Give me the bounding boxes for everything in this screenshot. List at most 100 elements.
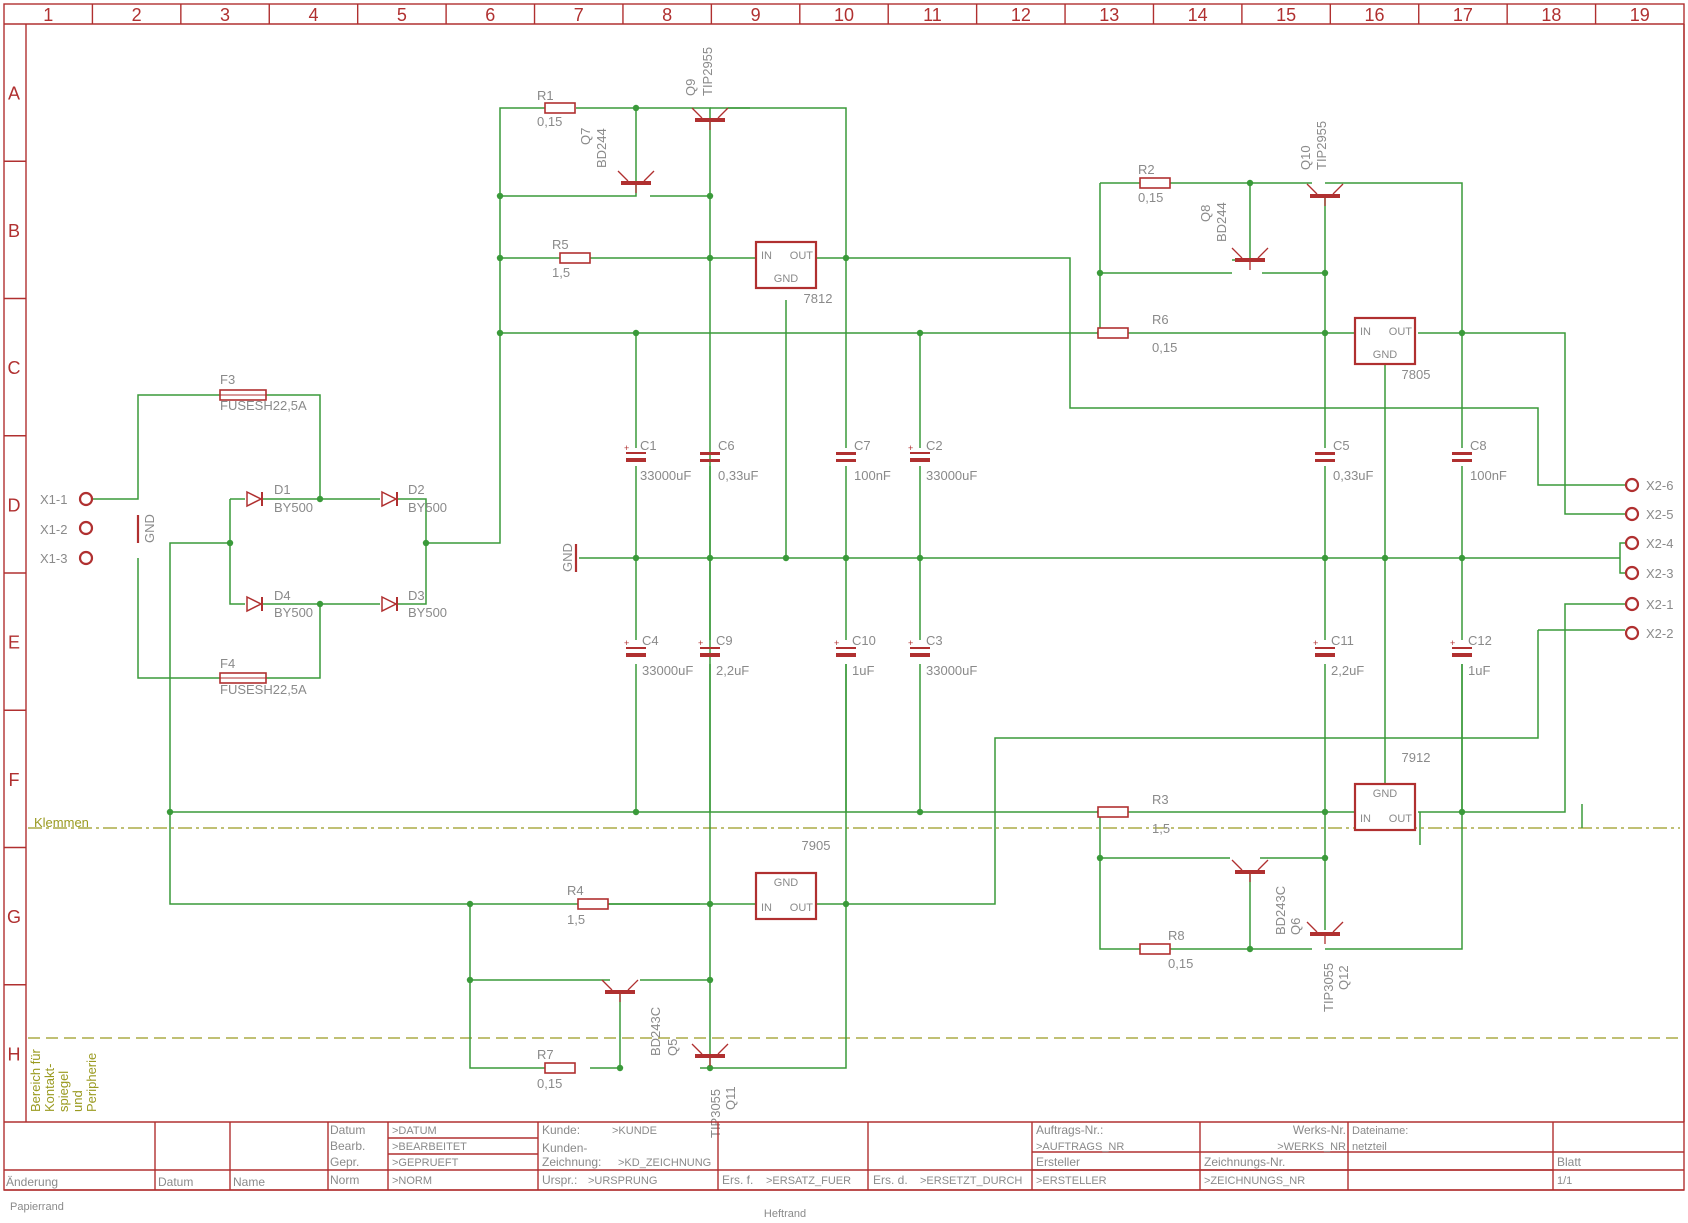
part-name-q9: Q9	[683, 79, 698, 96]
part-name-c1: C1	[640, 438, 657, 453]
part-name-r6: R6	[1152, 312, 1169, 327]
part-value-r8: 0,15	[1168, 956, 1193, 971]
terminal-pad	[1624, 596, 1640, 612]
grid-column-label: 3	[220, 5, 230, 25]
part-value-r5: 1,5	[552, 265, 570, 280]
wire	[815, 257, 1625, 486]
part-value-q8: BD244	[1214, 202, 1229, 242]
regulator-out-pin: OUT	[790, 902, 814, 914]
regulator-in-pin: IN	[761, 902, 772, 914]
grid-column-label: 12	[1011, 5, 1031, 25]
part-name-r4: R4	[567, 883, 584, 898]
part-name-d1: D1	[274, 482, 291, 497]
part-name-q10: Q10	[1298, 145, 1313, 170]
connector-label-x2-1: X2-1	[1646, 597, 1673, 612]
regulator-out-pin: OUT	[1389, 813, 1413, 825]
wire	[1418, 332, 1625, 515]
transistor-q7	[617, 170, 655, 193]
part-name-d3: D3	[408, 588, 425, 603]
grid-row-label: D	[8, 495, 21, 515]
wire	[1418, 603, 1625, 813]
grid-column-label: 13	[1099, 5, 1119, 25]
wire	[1232, 183, 1251, 261]
wire	[620, 108, 637, 197]
junction-dot	[916, 329, 924, 337]
resistor-r1	[544, 102, 576, 114]
tb-urspr-label: Urspr.:	[542, 1173, 577, 1187]
connector-label-x2-2: X2-2	[1646, 626, 1673, 641]
part-name-r7: R7	[537, 1047, 554, 1062]
svg-text:+: +	[698, 638, 703, 648]
junction-dot	[1096, 269, 1104, 277]
transistor-q8	[1231, 247, 1269, 270]
regulator-in-pin: IN	[761, 250, 772, 262]
capacitor-c4: +	[624, 638, 646, 657]
bereich-label: Peripherie	[84, 1053, 99, 1112]
part-value-c5: 0,33uF	[1333, 468, 1374, 483]
junction-dot	[632, 554, 640, 562]
tb-aenderung: Änderung	[6, 1175, 58, 1189]
junction-dot	[632, 808, 640, 816]
wire	[1619, 542, 1625, 558]
junction-dot	[706, 900, 714, 908]
capacitor-c2: +	[908, 443, 930, 462]
svg-text:+: +	[834, 638, 839, 648]
transistor-q5	[601, 979, 639, 1002]
bereich-label: und	[70, 1090, 85, 1112]
wire	[398, 498, 427, 605]
tb-werks-value: >WERKS_NR	[1277, 1141, 1346, 1153]
wire	[700, 664, 847, 1069]
wire	[169, 542, 700, 905]
part-value-c3: 33000uF	[926, 663, 977, 678]
transistor-q12	[1306, 921, 1344, 944]
part-value-d3: BY500	[408, 605, 447, 620]
diode-d1	[246, 490, 263, 508]
svg-text:+: +	[624, 443, 629, 453]
part-value-c6: 0,33uF	[718, 468, 759, 483]
wire	[86, 394, 220, 500]
regulator-in-pin: IN	[1360, 813, 1371, 825]
tb-ersf-value: >ERSATZ_FUER	[766, 1175, 851, 1187]
svg-text:+: +	[908, 638, 913, 648]
tb-ersd-label: Ers. d.	[873, 1173, 908, 1187]
capacitor-c1: +	[624, 443, 646, 462]
resistor-r2	[1139, 177, 1171, 189]
tb-ersf-label: Ers. f.	[722, 1173, 753, 1187]
junction-dot	[706, 976, 714, 984]
junction-dot	[496, 329, 504, 337]
wire	[1619, 558, 1625, 574]
connector-label-x2-5: X2-5	[1646, 507, 1673, 522]
grid-column-label: 17	[1453, 5, 1473, 25]
part-value-q10: TIP2955	[1314, 121, 1329, 170]
part-name-r8: R8	[1168, 928, 1185, 943]
part-name-c7: C7	[854, 438, 871, 453]
tb-row-value: >GEPRUEFT	[392, 1157, 459, 1169]
grid-column-label: 2	[132, 5, 142, 25]
part-value-r2: 0,15	[1138, 190, 1163, 205]
junction-dot	[1246, 179, 1254, 187]
junction-dot	[1321, 854, 1329, 862]
part-value-c2: 33000uF	[926, 468, 977, 483]
part-name-f4: F4	[220, 656, 235, 671]
grid-column-label: 11	[923, 5, 942, 25]
capacitor-c11: +	[1313, 638, 1335, 657]
part-value-c10: 1uF	[852, 663, 874, 678]
grid-column-label: 4	[308, 5, 318, 25]
part-value-c7: 100nF	[854, 468, 891, 483]
wire	[426, 107, 556, 544]
capacitor-c10: +	[834, 638, 856, 657]
capacitor-c7	[836, 452, 856, 462]
junction-dot	[842, 254, 850, 262]
junction-dot	[632, 104, 640, 112]
part-name-r2: R2	[1138, 162, 1155, 177]
grid-column-label: 18	[1541, 5, 1561, 25]
tb-zeichnung-label: Zeichnung:	[542, 1155, 601, 1169]
capacitor-c9: +	[698, 638, 720, 657]
regulator-value-7805: 7805	[1402, 367, 1431, 382]
grid-column-label: 10	[834, 5, 854, 25]
capacitor-c3: +	[908, 638, 930, 657]
tb-kunden-label: Kunden-	[542, 1141, 587, 1155]
